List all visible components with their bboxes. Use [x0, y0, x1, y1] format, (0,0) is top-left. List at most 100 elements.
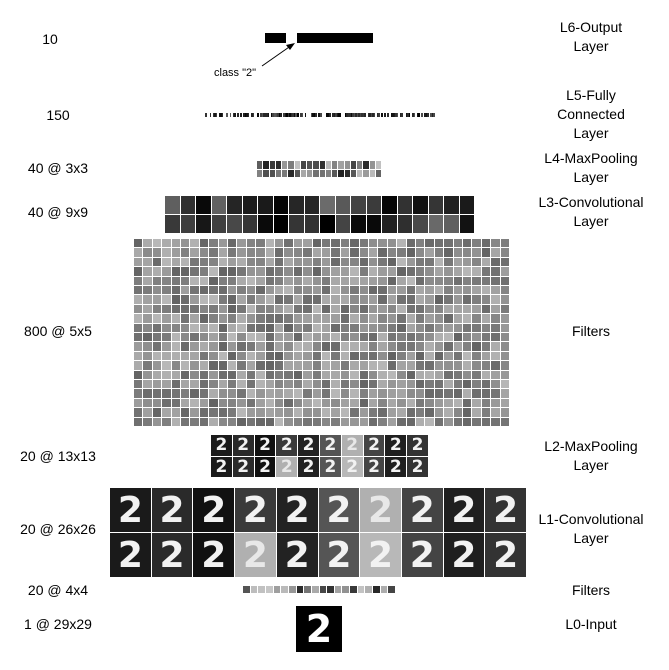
- l3-filter: [152, 398, 162, 408]
- l3-filter: [340, 342, 350, 351]
- l3-filter: [378, 332, 387, 342]
- l3-filter: [331, 370, 340, 379]
- l3-filter: [340, 304, 350, 314]
- fc-unit: [379, 113, 382, 117]
- l3-filter: [321, 379, 331, 389]
- conv-l3-grid: [165, 196, 474, 233]
- l3-filter: [387, 417, 397, 426]
- l3-filter: [406, 295, 415, 304]
- l3-filter: [340, 370, 350, 379]
- l3-filter: [331, 276, 340, 285]
- fc-unit: [346, 113, 348, 117]
- fc-unit: [385, 113, 388, 117]
- l3-filter: [293, 257, 303, 267]
- l3-filter: [331, 295, 340, 304]
- l2-feature-map: 2: [211, 456, 232, 477]
- l3-filter: [500, 276, 509, 285]
- l3-filter: [237, 361, 246, 370]
- l3-filter: [425, 267, 434, 276]
- l3-filter: [162, 239, 171, 248]
- l3-filter: [387, 370, 397, 379]
- l3-filter: [434, 267, 444, 276]
- fc-unit: [393, 113, 396, 117]
- l3-filter: [378, 257, 387, 267]
- l3-filter: [378, 379, 387, 389]
- l3-filter: [387, 239, 397, 248]
- l3-filter: [500, 285, 509, 295]
- size-label-l6: 10: [42, 31, 58, 47]
- l3-filter: [134, 285, 143, 295]
- l3-filter: [218, 342, 227, 351]
- l3-filter: [406, 276, 415, 285]
- l4-feature-map: [257, 169, 263, 177]
- feature-digit-glyph: 2: [346, 456, 359, 477]
- l3-filter: [453, 408, 462, 417]
- size-label-l4: 40 @ 3x3: [27, 160, 89, 176]
- l3-filter: [378, 323, 387, 332]
- l3-filter: [359, 342, 368, 351]
- l3-filter: [237, 239, 246, 248]
- l3-filter: [472, 351, 481, 361]
- l3-filter: [312, 408, 321, 417]
- l3-filter: [500, 417, 509, 426]
- l4-feature-map: [375, 169, 381, 177]
- l3-filter: [350, 370, 359, 379]
- l3-filter: [274, 323, 284, 332]
- l3-filter: [350, 248, 359, 257]
- l3-filter: [209, 342, 218, 351]
- l3-filter: [227, 323, 237, 332]
- l3-filter: [284, 389, 293, 398]
- l3-filter: [227, 408, 237, 417]
- l3-filter: [368, 342, 378, 351]
- l1-feature-map: 2: [318, 488, 360, 532]
- l3-filter: [256, 342, 265, 351]
- l3-filter: [425, 389, 434, 398]
- l3-filter: [256, 323, 265, 332]
- l3-filter: [143, 239, 152, 248]
- l3-filter: [378, 408, 387, 417]
- l3-filter: [312, 389, 321, 398]
- l4-feature-map: [282, 161, 288, 169]
- l3-filter: [331, 361, 340, 370]
- l3-filter: [368, 361, 378, 370]
- l1-feature-map: 2: [485, 488, 526, 532]
- l3-feature-map: [196, 215, 211, 233]
- l3-filter: [274, 285, 284, 295]
- l3-filter: [134, 239, 143, 248]
- fc-unit: [231, 113, 233, 117]
- l3-filter: [453, 379, 462, 389]
- l3-filter: [303, 304, 312, 314]
- fc-unit: [421, 113, 424, 117]
- l3-filter: [321, 323, 331, 332]
- l3-filter: [368, 257, 378, 267]
- fc-unit: [364, 113, 367, 117]
- l3-filter: [481, 285, 491, 295]
- l3-filter: [340, 248, 350, 257]
- l3-filter: [227, 332, 237, 342]
- l3-filter: [227, 342, 237, 351]
- l3-filter: [434, 304, 444, 314]
- l3-filter: [359, 370, 368, 379]
- l3-filter: [500, 295, 509, 304]
- fc-unit: [246, 113, 249, 117]
- l1-feature-map: 2: [443, 533, 485, 577]
- fc-unit: [422, 113, 425, 117]
- l1-filter: [342, 586, 350, 593]
- l3-filter: [378, 267, 387, 276]
- feature-digit-glyph: 2: [117, 534, 143, 576]
- l3-filter: [303, 239, 312, 248]
- l3-filter: [462, 351, 472, 361]
- l3-filter: [425, 408, 434, 417]
- l3-filter: [162, 304, 171, 314]
- fc-unit: [301, 113, 304, 117]
- l1-filter: [319, 586, 327, 593]
- l3-filter: [406, 361, 415, 370]
- l3-filter: [143, 323, 152, 332]
- l3-filter: [284, 248, 293, 257]
- fc-unit: [247, 113, 250, 117]
- fc-unit: [261, 113, 264, 117]
- l3-filter: [378, 248, 387, 257]
- l3-filter: [340, 239, 350, 248]
- l3-filter: [359, 276, 368, 285]
- l3-feature-map: [258, 215, 273, 233]
